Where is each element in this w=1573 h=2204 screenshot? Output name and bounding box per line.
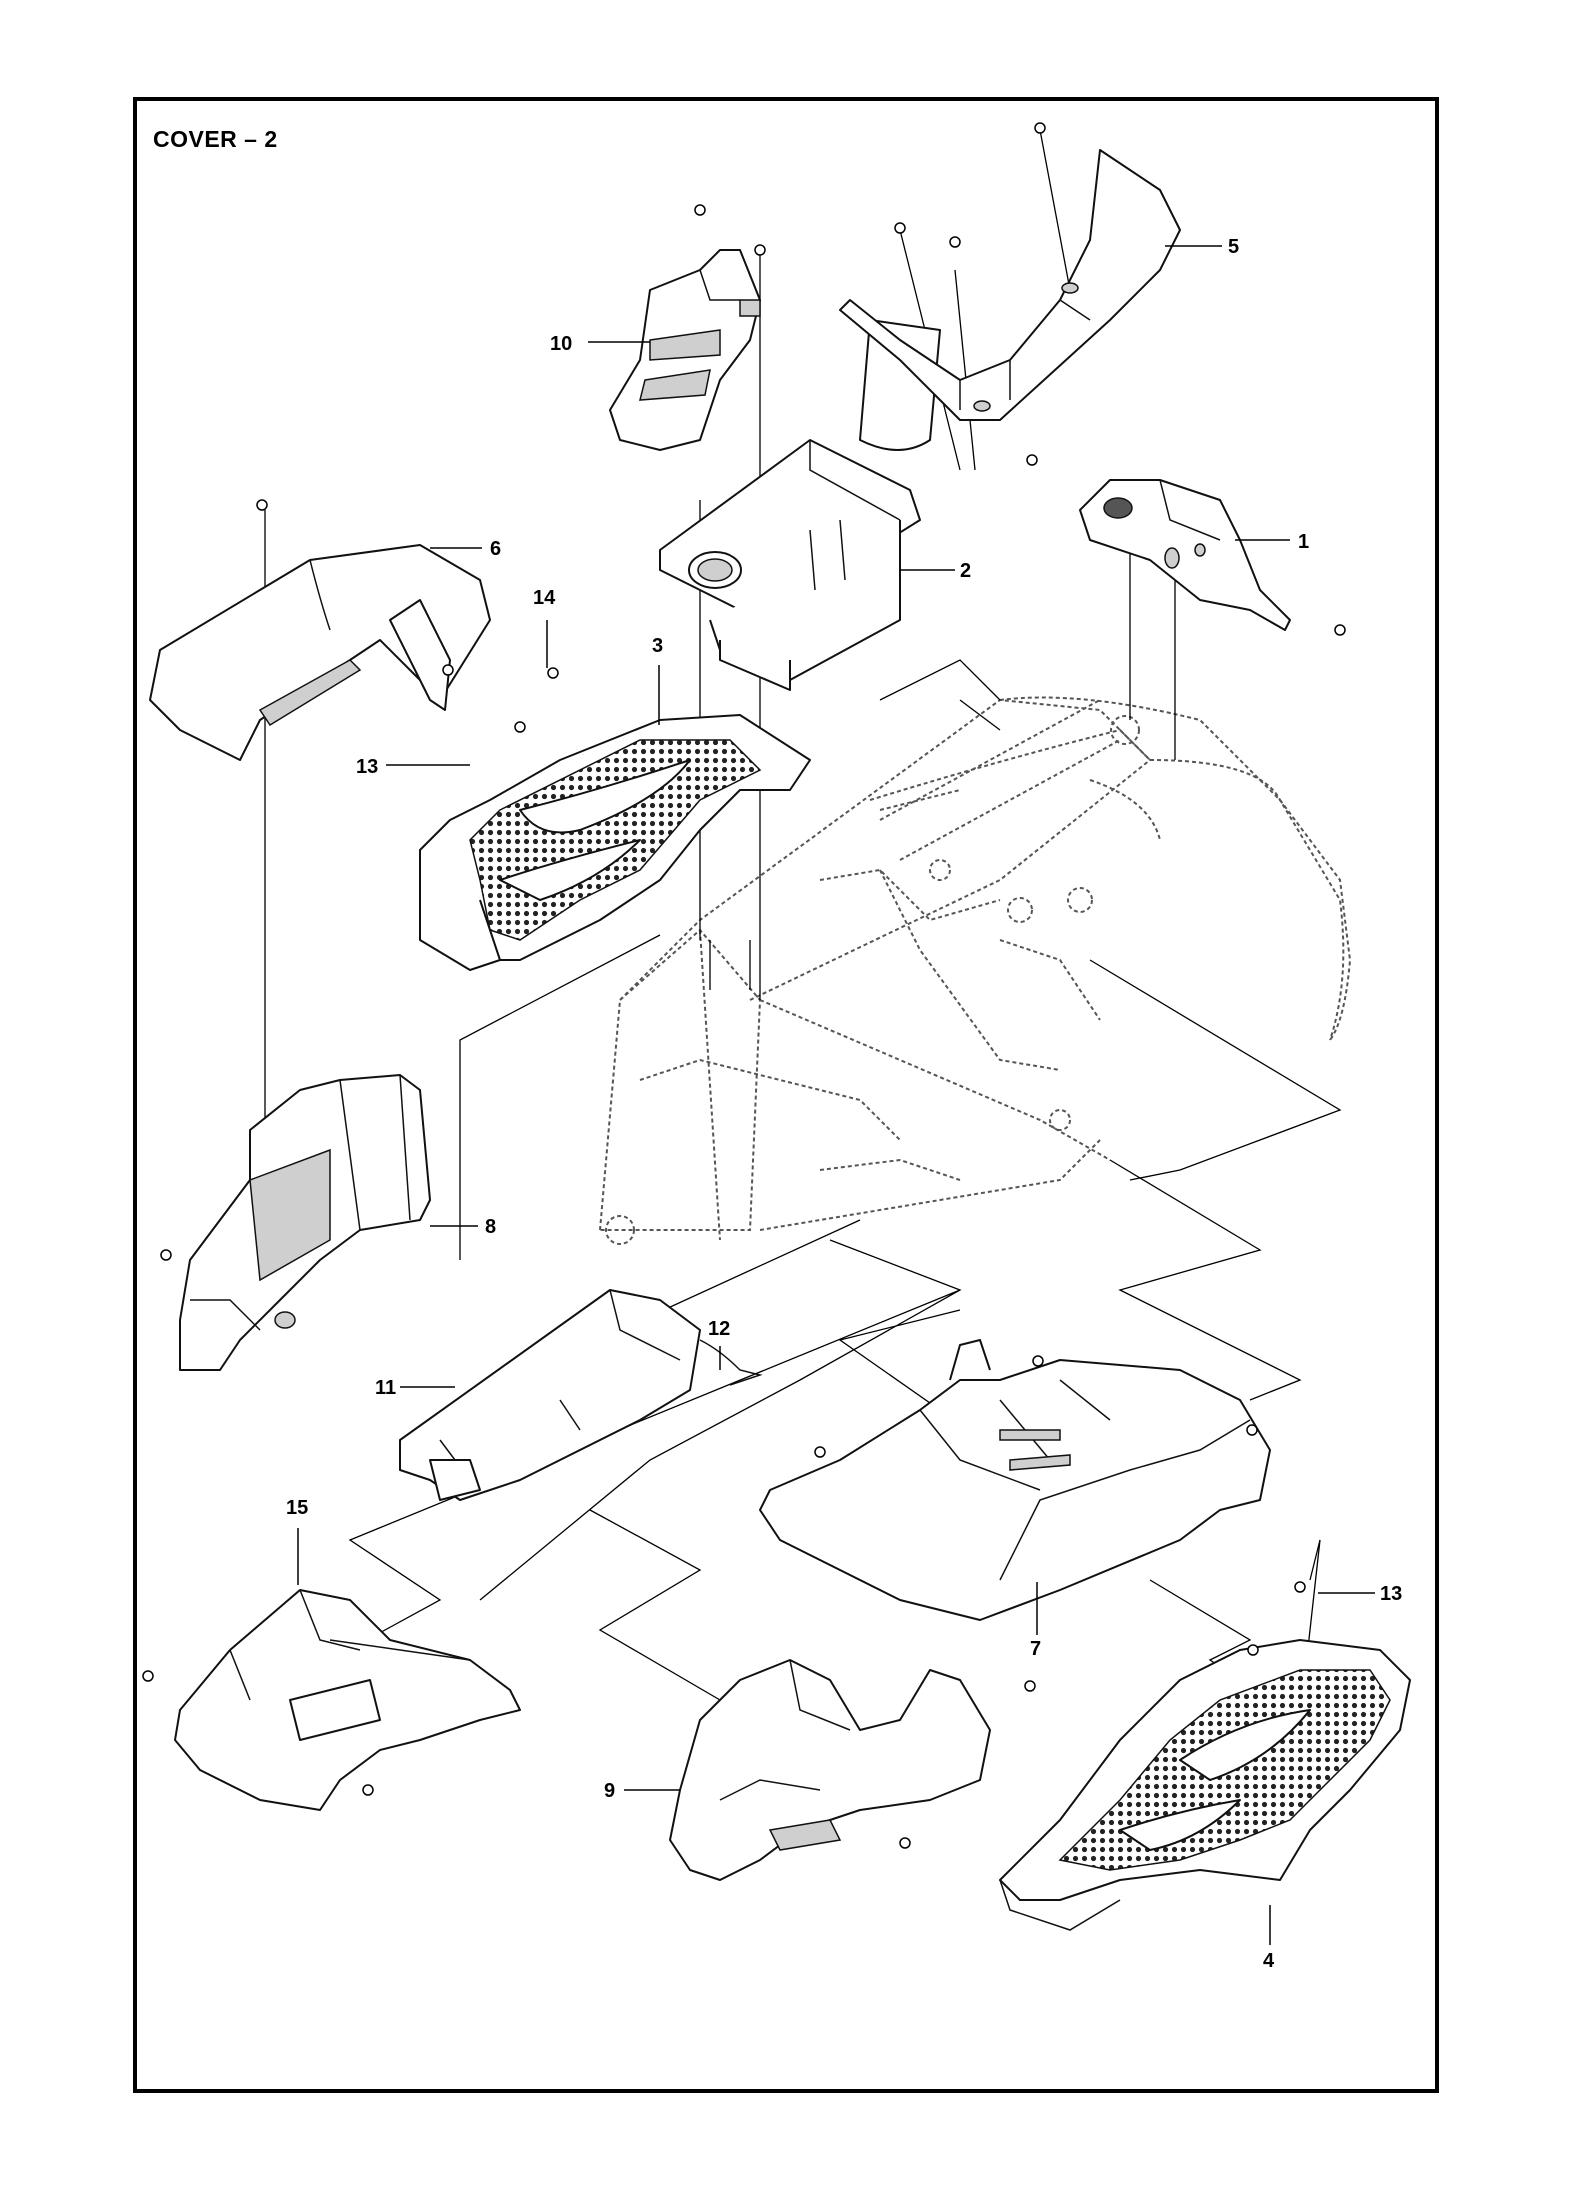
- part-7-rear-fender: [759, 1339, 1271, 1621]
- chassis-frame: [598, 696, 1352, 1245]
- drawing-border: [133, 97, 1439, 2093]
- callout-8: 8: [485, 1216, 496, 1238]
- diagram-title: COVER – 2: [153, 126, 278, 152]
- part-10-rear-cover-small: [609, 249, 761, 451]
- callout-13-lower: 13: [1380, 1583, 1402, 1605]
- callout-7: 7: [1030, 1638, 1041, 1660]
- callout-10: 10: [550, 333, 572, 355]
- part-9-right-side-panel: [669, 1659, 991, 1881]
- part-15-lower-left-cover: [174, 1589, 521, 1811]
- part-4-right-footrest: [999, 1639, 1411, 1931]
- callout-labels: 5 10 1 2 6 14 3 13 8 12 11 15 7 13 9 4: [286, 236, 1402, 1972]
- callout-5: 5: [1228, 236, 1239, 258]
- part-8-left-side-panel: [179, 1074, 431, 1371]
- part-2-storage-tray: [659, 439, 921, 691]
- callout-4: 4: [1263, 1950, 1275, 1972]
- part-3-left-footrest: [419, 714, 811, 971]
- part-1-instrument-cover: [1079, 479, 1291, 631]
- callout-2: 2: [960, 560, 971, 582]
- callout-6: 6: [490, 538, 501, 560]
- callout-15: 15: [286, 1497, 308, 1519]
- leader-lines: [297, 245, 1375, 1945]
- part-6-left-fender: [149, 544, 491, 761]
- part-11-center-tunnel-cover: [399, 1289, 701, 1501]
- part-12-spring-clip: [699, 1339, 763, 1386]
- callout-12: 12: [708, 1318, 730, 1340]
- callout-3: 3: [652, 635, 663, 657]
- part-5-upper-console-cover: [839, 149, 1181, 451]
- callout-11: 11: [375, 1377, 396, 1399]
- callout-9: 9: [604, 1780, 615, 1802]
- callout-1: 1: [1298, 531, 1309, 553]
- callout-14: 14: [533, 587, 556, 609]
- callout-13-upper: 13: [356, 756, 378, 778]
- screws: [142, 122, 1346, 1849]
